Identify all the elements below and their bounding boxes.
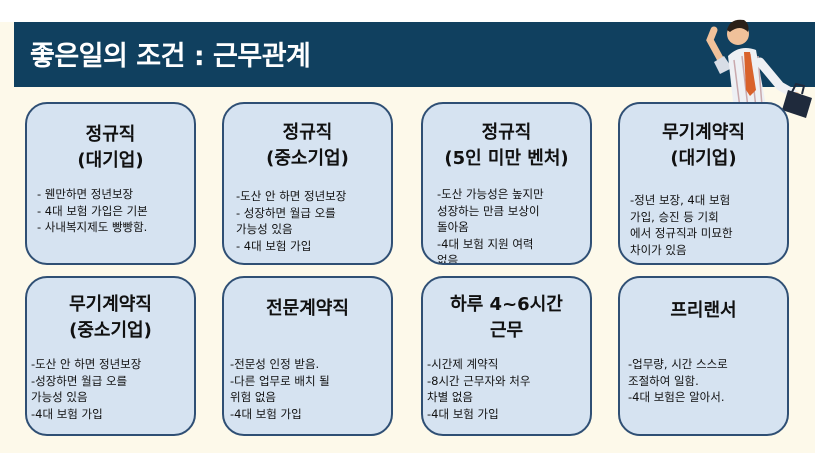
card-title: 무기계약직 (대기업) xyxy=(662,122,745,169)
card-body: -정년 보장, 4대 보험 가입, 승진 등 기회 에서 정규직과 미묘한 차이… xyxy=(630,193,733,257)
card-permanent-contract-sme: 무기계약직 (중소기업) -도산 안 하면 정년보장 -성장하면 월급 오를 가… xyxy=(25,276,196,436)
card-part-time-4-6-hours: 하루 4~6시간 근무 -시간제 계약직 -8시간 근무자와 처우 차별 없음 … xyxy=(421,276,592,436)
card-permanent-contract-large: 무기계약직 (대기업) -정년 보장, 4대 보험 가입, 승진 등 기회 에서… xyxy=(618,102,789,265)
card-title: 전문계약직 xyxy=(266,298,349,319)
top-strip xyxy=(0,0,815,22)
card-title: 정규직 (중소기업) xyxy=(266,122,349,169)
card-title: 정규직 (대기업) xyxy=(77,124,144,171)
card-title: 하루 4~6시간 근무 xyxy=(450,294,563,341)
card-title: 정규직 (5인 미만 벤처) xyxy=(444,122,569,169)
card-body: -업무량, 시간 스스로 조절하여 일함. -4대 보험은 알아서. xyxy=(628,357,728,404)
businessman-illustration xyxy=(706,19,812,118)
card-body: -시간제 계약직 -8시간 근무자와 처우 차별 없음 -4대 보험 가입 xyxy=(427,357,531,421)
card-body: -도산 안 하면 정년보장 - 성장하면 월급 오를 가능성 있음 - 4대 보… xyxy=(236,189,347,253)
card-title: 프리랜서 xyxy=(670,300,737,321)
slide-title: 좋은일의 조건 : 근무관계 xyxy=(30,41,311,72)
card-body: -전문성 인정 받음. -다른 업무로 배치 될 위험 없음 -4대 보험 가입 xyxy=(230,357,330,421)
card-regular-sme: 정규직 (중소기업) -도산 안 하면 정년보장 - 성장하면 월급 오를 가능… xyxy=(222,102,393,265)
card-professional-contract: 전문계약직 -전문성 인정 받음. -다른 업무로 배치 될 위험 없음 -4대… xyxy=(222,276,393,436)
card-regular-small-venture: 정규직 (5인 미만 벤처) -도산 가능성은 높지만 성장하는 만큼 보상이 … xyxy=(421,102,592,265)
title-banner: 좋은일의 조건 : 근무관계 xyxy=(14,22,815,87)
card-freelancer: 프리랜서 -업무량, 시간 스스로 조절하여 일함. -4대 보험은 알아서. xyxy=(618,276,789,436)
card-regular-large-company: 정규직 (대기업) - 웬만하면 정년보장 - 4대 보험 가입은 기본 - 사… xyxy=(25,102,196,265)
card-body: -도산 안 하면 정년보장 -성장하면 월급 오를 가능성 있음 -4대 보험 … xyxy=(31,357,142,421)
card-body: - 웬만하면 정년보장 - 4대 보험 가입은 기본 - 사내복지제도 빵빵함. xyxy=(37,187,148,234)
card-body: -도산 가능성은 높지만 성장하는 만큼 보상이 돌아옴 -4대 보험 지원 여… xyxy=(437,187,544,265)
card-title: 무기계약직 (중소기업) xyxy=(69,294,152,341)
